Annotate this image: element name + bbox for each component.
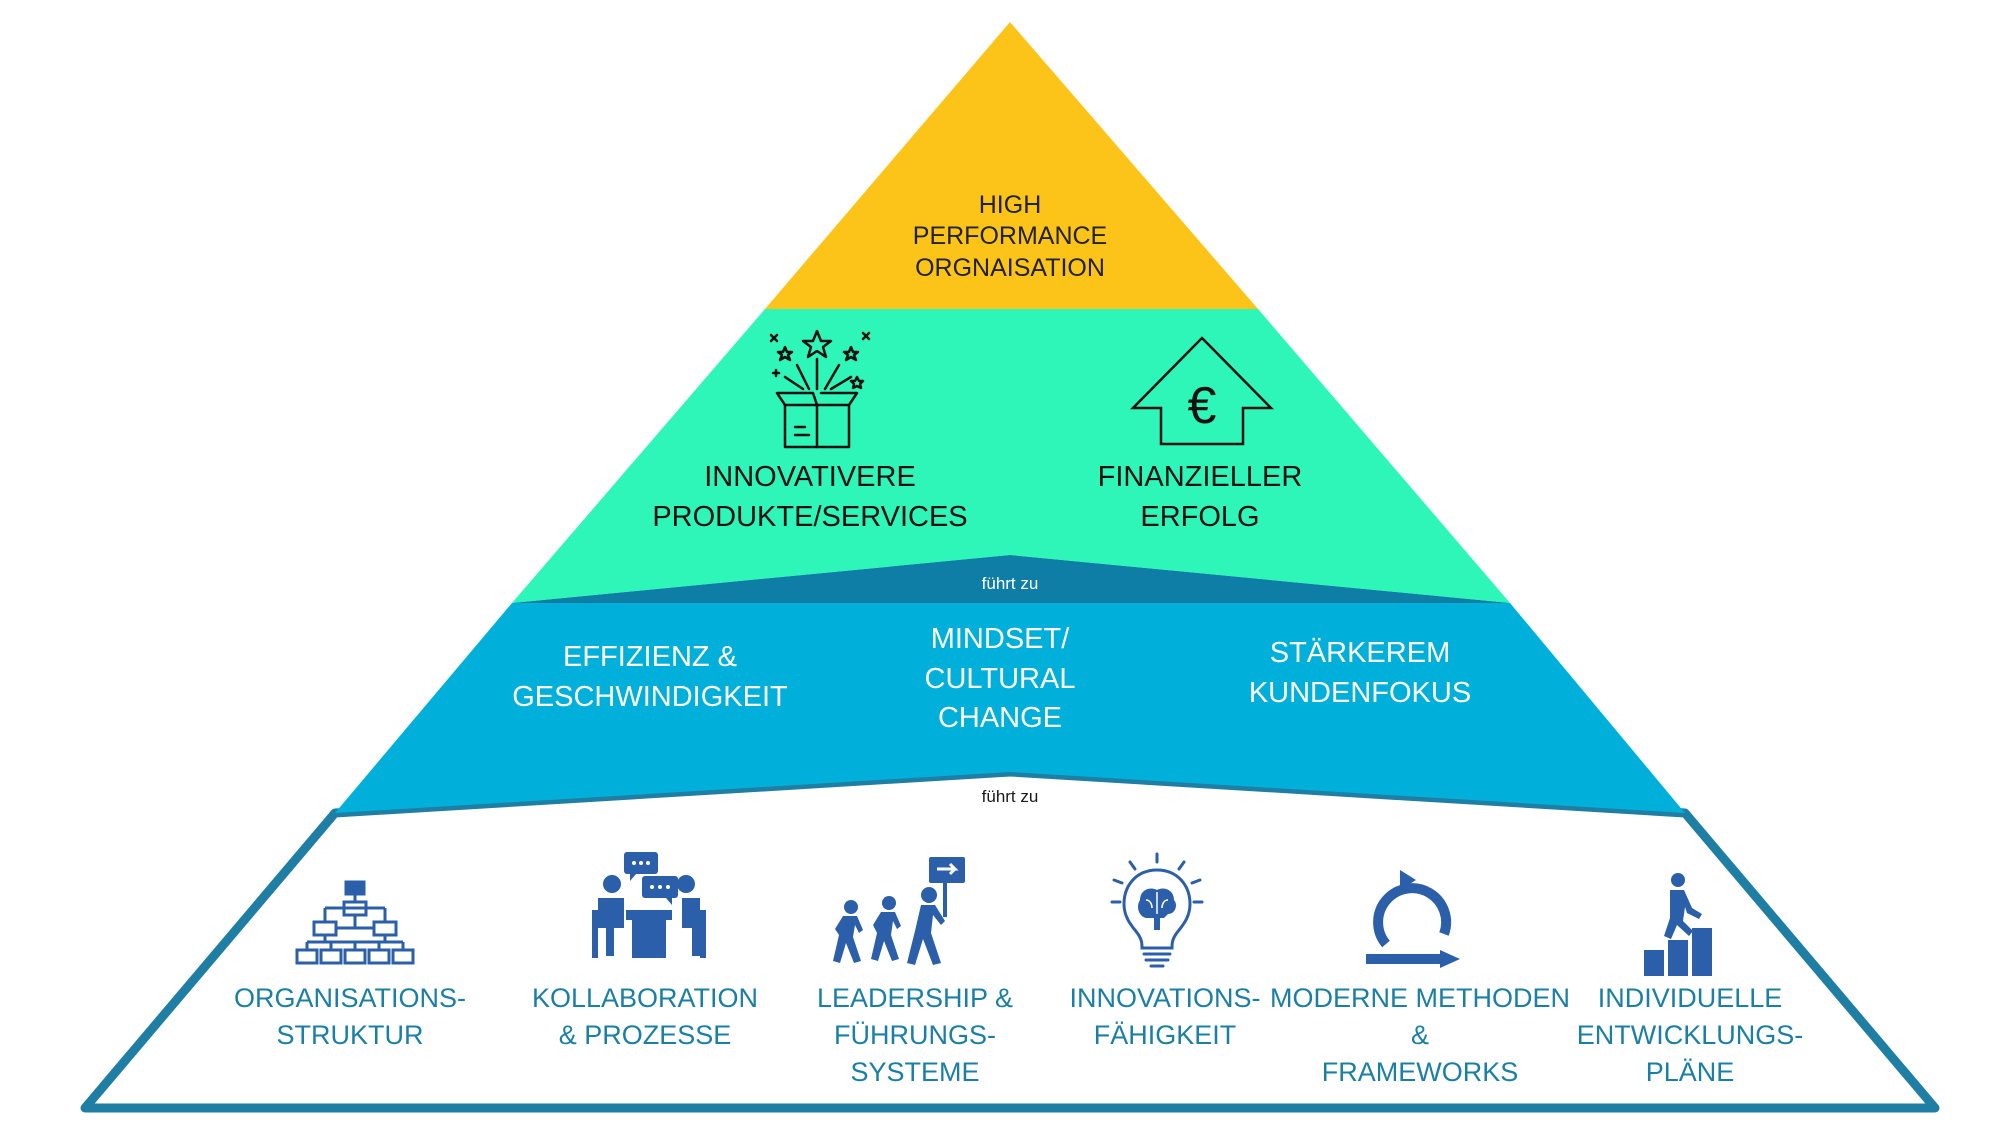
label-line: FÄHIGKEIT [1093,1019,1237,1050]
person-climbing-steps-icon [1644,873,1712,976]
label-line: MODERNE METHODEN [1270,983,1571,1013]
label-line: & PROZESSE [558,1019,732,1050]
org-structure-label: ORGANISATIONS- STRUKTUR [220,980,480,1054]
top-label-line: PERFORMANCE [912,222,1108,251]
label-line: CULTURAL [924,662,1076,695]
top-label-line: ORGNAISATION [915,253,1105,282]
svg-text:€: € [1188,377,1217,435]
leader-group-walking-icon [833,857,965,965]
label-line: EFFIZIENZ & [563,641,737,673]
gift-box-fireworks-icon [769,329,871,449]
label-line: FINANZIELLER [1097,461,1303,493]
label-line: ERFOLG [1140,501,1260,534]
innovative-products-label: INNOVATIVERE PRODUKTE/SERVICES [640,457,980,537]
meeting-chat-icon [592,852,706,958]
label-line: KUNDENFOKUS [1248,676,1472,709]
pyramid-top-level [765,22,1258,309]
lightbulb-brain-icon [1110,852,1204,968]
pyramid-level-2 [512,309,1510,603]
label-line: FRAMEWORKS [1321,1056,1519,1087]
label-line: GESCHWINDIGKEIT [512,680,788,713]
financial-success-label: FINANZIELLER ERFOLG [1060,457,1340,537]
customer-focus-label: STÄRKEREM KUNDENFOKUS [1210,634,1510,713]
label-line: PLÄNE [1645,1056,1735,1087]
label-line: ENTWICKLUNGS- [1576,1019,1804,1050]
label-line: FÜHRUNGS- [834,1019,996,1050]
pyramid-level-3 [335,555,1685,813]
label-line: STRUKTUR [276,1019,424,1050]
label-line: KOLLABORATION [531,983,759,1013]
pyramid-connector-band [512,555,1510,603]
connector-label-upper: führt zu [981,574,1039,593]
efficiency-speed-label: EFFIZIENZ & GESCHWINDIGKEIT [490,638,810,717]
mindset-cultural-change-label: MINDSET/ CULTURAL CHANGE [870,620,1130,739]
label-line: INNOVATIONS- [1069,983,1261,1013]
collaboration-processes-label: KOLLABORATION & PROZESSE [510,980,780,1054]
development-plans-label: INDIVIDUELLE ENTWICKLUNGS- PLÄNE [1560,980,1820,1091]
top-level-label: HIGH PERFORMANCE ORGNAISATION [860,190,1160,284]
label-line: & [1410,1019,1429,1050]
agile-cycle-icon [1366,870,1460,968]
label-line: SYSTEME [850,1056,980,1087]
label-line: ORGANISATIONS- [233,983,467,1013]
label-line: LEADERSHIP & [816,983,1014,1013]
label-line: STÄRKEREM [1269,637,1451,669]
label-line: CHANGE [937,702,1063,735]
innovation-capability-label: INNOVATIONS- FÄHIGKEIT [1040,980,1290,1054]
top-label-line: HIGH [978,191,1042,219]
label-line: INDIVIDUELLE [1597,983,1783,1013]
org-chart-icon [295,880,415,965]
connector-label-lower: führt zu [981,787,1039,806]
label-line: PRODUKTE/SERVICES [652,501,968,534]
euro-house-arrow-icon: € [1130,336,1274,446]
label-line: INNOVATIVERE [704,461,916,493]
modern-methods-label: MODERNE METHODEN & FRAMEWORKS [1270,980,1570,1091]
leadership-systems-label: LEADERSHIP & FÜHRUNGS- SYSTEME [790,980,1040,1091]
label-line: MINDSET/ [930,623,1070,655]
